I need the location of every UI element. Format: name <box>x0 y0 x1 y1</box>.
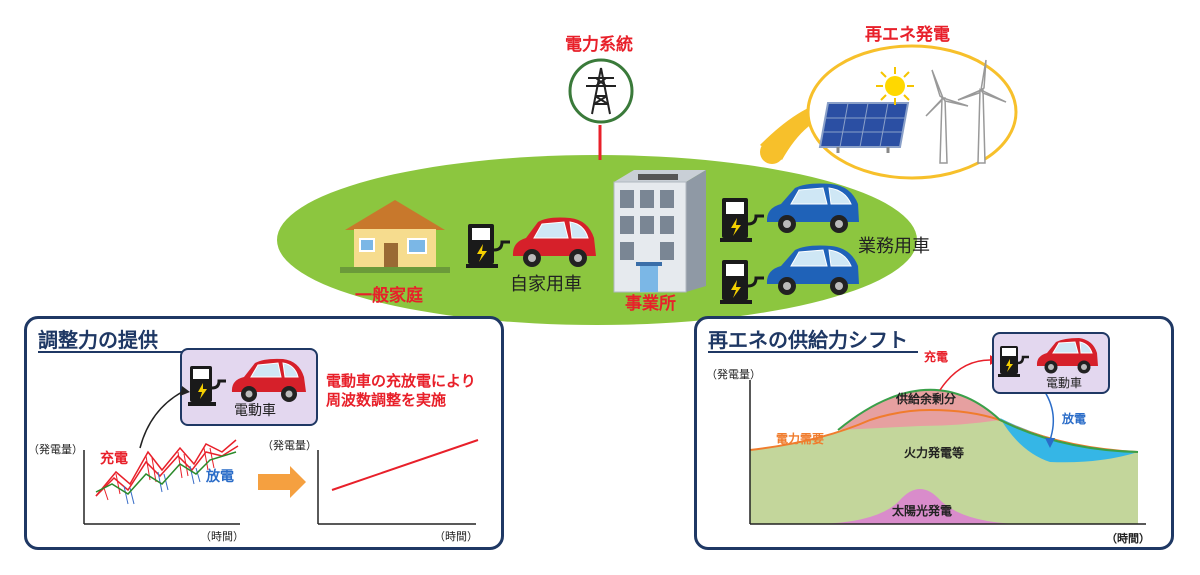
charger-icon <box>188 366 226 406</box>
ev-car-icon <box>1036 338 1098 374</box>
ev-car-icon <box>231 358 306 402</box>
discharge-label: 放電 <box>1062 412 1087 426</box>
ev-label: 電動車 <box>1046 376 1083 390</box>
demand-label: 電力需要 <box>776 432 825 446</box>
renewable-label: 再エネ発電 <box>865 25 950 45</box>
charger-icon <box>720 260 764 304</box>
supply-shift-panel-title: 再エネの供給力シフト <box>708 328 908 352</box>
sun-icon <box>876 67 914 105</box>
charger-icon <box>998 346 1029 377</box>
private-car-label: 自家用車 <box>510 274 582 295</box>
x-axis-label: （時間） <box>434 530 478 543</box>
wind-turbine-icon <box>925 59 1007 164</box>
description-line-1: 電動車の充放電により <box>326 372 476 390</box>
y-axis-label: （発電量） <box>706 368 761 381</box>
charger-icon <box>466 224 510 268</box>
thermal-label: 火力発電等 <box>904 446 965 460</box>
grid-label: 電力系統 <box>565 35 633 55</box>
office-building-icon <box>613 170 706 293</box>
charge-label: 充電 <box>100 451 128 467</box>
solar-label: 太陽光発電 <box>892 504 953 518</box>
ev-label: 電動車 <box>234 403 276 419</box>
x-axis-label: （時間） <box>1106 532 1150 545</box>
fleet-car-icon <box>766 245 859 295</box>
fleet-car-label: 業務用車 <box>858 236 930 257</box>
fleet-car-icon <box>766 183 859 233</box>
private-car-icon <box>512 217 596 267</box>
title-underline <box>708 351 918 353</box>
x-axis-label: （時間） <box>200 530 244 543</box>
surplus-label: 供給余剰分 <box>896 392 957 406</box>
charge-label: 充電 <box>924 350 949 364</box>
regulation-panel-title: 調整力の提供 <box>38 328 158 352</box>
house-label: 一般家庭 <box>355 286 423 306</box>
charger-icon <box>720 198 764 242</box>
solar-panel-icon <box>818 102 910 153</box>
y-axis-label: （発電量） <box>262 439 317 452</box>
discharge-label: 放電 <box>206 469 234 485</box>
house-icon <box>340 200 450 273</box>
description-line-2: 周波数調整を実施 <box>326 391 447 409</box>
office-label: 事業所 <box>625 294 676 314</box>
transmission-tower-icon <box>568 58 634 124</box>
fluctuating-output-chart <box>83 386 479 525</box>
title-underline <box>38 351 188 353</box>
y-axis-label: （発電量） <box>28 443 83 456</box>
